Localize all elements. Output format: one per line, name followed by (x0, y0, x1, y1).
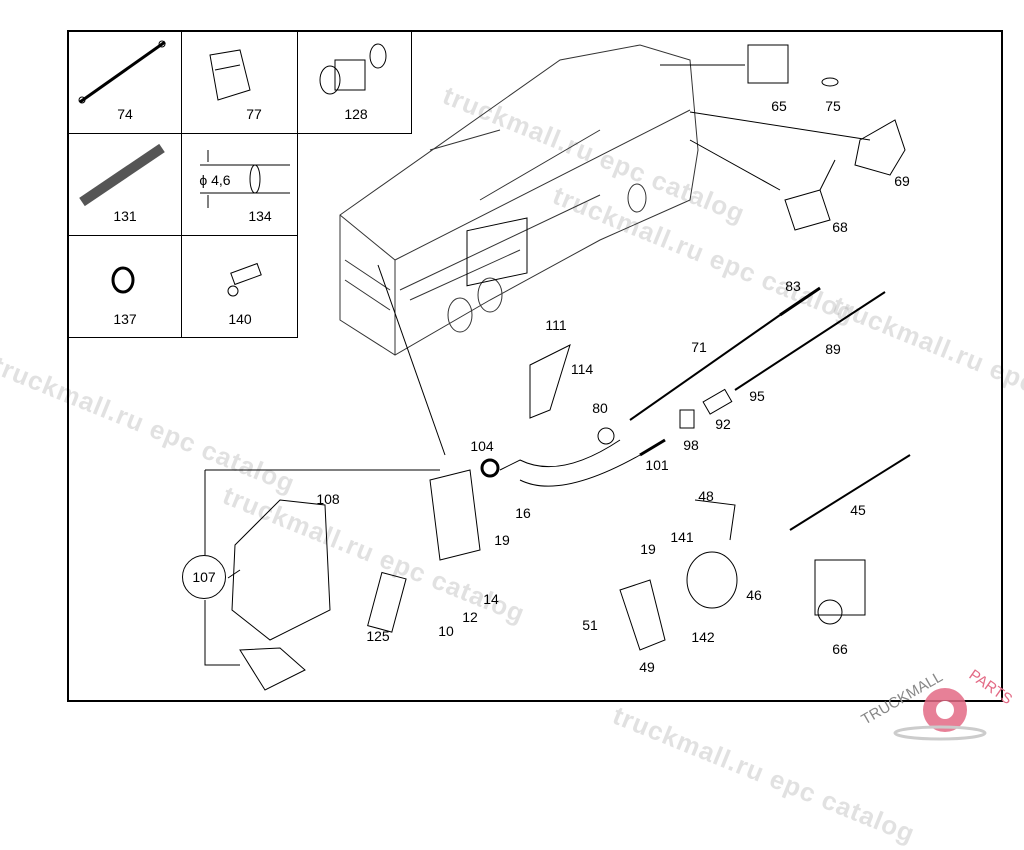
label-134: 134 (248, 208, 272, 224)
label-19: 19 (640, 541, 656, 557)
label-89: 89 (825, 341, 841, 357)
label-142: 142 (691, 629, 715, 645)
label-69: 69 (894, 173, 910, 189)
label-10: 10 (438, 623, 454, 639)
label-46: 46 (746, 587, 762, 603)
label-98: 98 (683, 437, 699, 453)
leader-lines (204, 64, 871, 666)
label-49: 49 (639, 659, 655, 675)
label-80: 80 (592, 400, 608, 416)
label-101: 101 (645, 457, 669, 473)
label-83: 83 (785, 278, 801, 294)
part-74-rod (78, 40, 166, 104)
part-66-lens (817, 599, 843, 625)
part-77-clip (209, 49, 251, 101)
dimension-label: ϕ 4,6 (199, 172, 231, 188)
part-125 (367, 571, 407, 633)
label-51: 51 (582, 617, 598, 633)
label-114: 114 (570, 361, 594, 377)
label-77: 77 (246, 106, 262, 122)
label-16: 16 (515, 505, 531, 521)
parts-drawing (78, 40, 911, 691)
inset-cell-128 (297, 30, 412, 134)
part-80 (597, 427, 615, 445)
label-128: 128 (344, 106, 368, 122)
part-89 (734, 291, 886, 391)
pipe (499, 439, 641, 487)
part-98 (679, 409, 695, 429)
label-71: 71 (691, 339, 707, 355)
part-46 (686, 551, 738, 609)
inset-cell-140 (181, 235, 298, 338)
label-141: 141 (670, 529, 694, 545)
label-12: 12 (462, 609, 478, 625)
part-48 (694, 499, 736, 541)
part-66 (814, 559, 866, 616)
label-125: 125 (366, 628, 390, 644)
label-45: 45 (850, 502, 866, 518)
part-101 (639, 438, 666, 457)
label-95: 95 (749, 388, 765, 404)
part-68 (784, 159, 836, 231)
diagram-frame (67, 30, 1003, 702)
bracket (429, 469, 481, 561)
part-75 (821, 77, 839, 87)
bus-outline (339, 44, 699, 356)
label-65: 65 (771, 98, 787, 114)
part-71 (629, 314, 781, 421)
part-111 (466, 217, 528, 287)
label-75: 75 (825, 98, 841, 114)
label-92: 92 (715, 416, 731, 432)
label-111: 111 (545, 317, 567, 333)
part-137-nut (111, 266, 135, 294)
label-137: 137 (113, 311, 137, 327)
part-69 (854, 119, 906, 176)
svg-text:PARTS: PARTS (966, 666, 1016, 708)
part-104 (480, 458, 500, 478)
part-108 (231, 499, 331, 641)
part-65 (747, 44, 789, 84)
part-49 (619, 579, 666, 651)
truckmall-parts-logo: TRUCKMALL PARTS (860, 655, 1024, 750)
label-14: 14 (483, 591, 499, 607)
part-140-plug (227, 262, 262, 297)
part-107-pad (239, 647, 306, 691)
label-66: 66 (832, 641, 848, 657)
callout-107: 107 (182, 555, 226, 599)
label-140: 140 (228, 311, 252, 327)
label-104: 104 (470, 438, 494, 454)
label-131: 131 (113, 208, 137, 224)
part-83 (779, 286, 821, 317)
label-108: 108 (316, 491, 340, 507)
part-114 (529, 344, 571, 419)
part-128-connector (319, 43, 387, 95)
part-131-sleeve (79, 143, 165, 207)
label-68: 68 (832, 219, 848, 235)
part-134-tube (200, 150, 290, 208)
label-74: 74 (117, 106, 133, 122)
part-45 (789, 454, 911, 531)
part-92 (702, 388, 733, 415)
label-48: 48 (698, 488, 714, 504)
label-19: 19 (494, 532, 510, 548)
